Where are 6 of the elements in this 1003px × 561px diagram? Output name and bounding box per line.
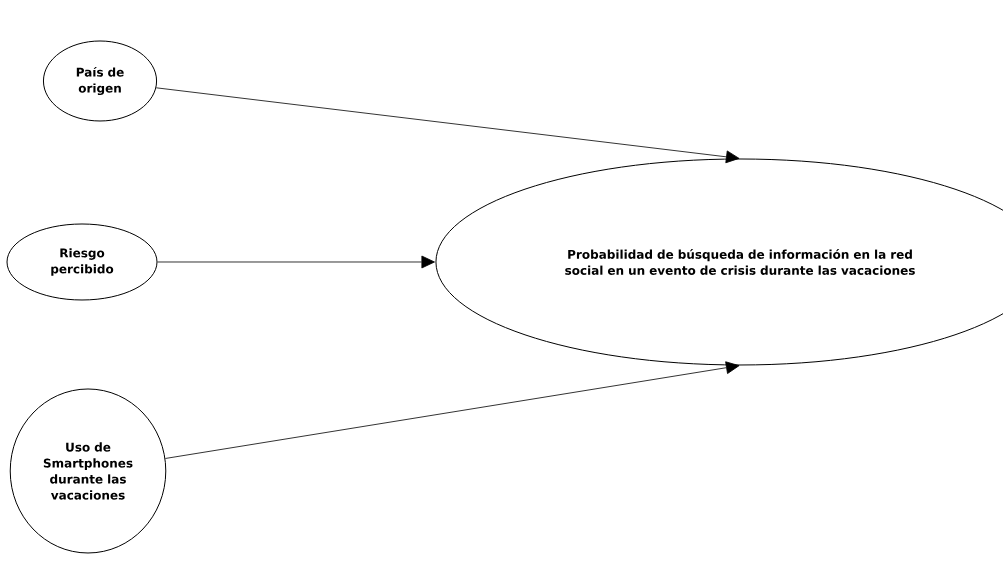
ellipse-node: Riesgo percibido	[6, 223, 158, 301]
ellipse-node: País de origen	[42, 40, 158, 122]
ellipse-node: Uso de Smartphones durante las vacaciones	[9, 388, 167, 554]
arrow	[165, 361, 740, 459]
arrow	[157, 255, 435, 269]
arrow	[155, 87, 740, 164]
